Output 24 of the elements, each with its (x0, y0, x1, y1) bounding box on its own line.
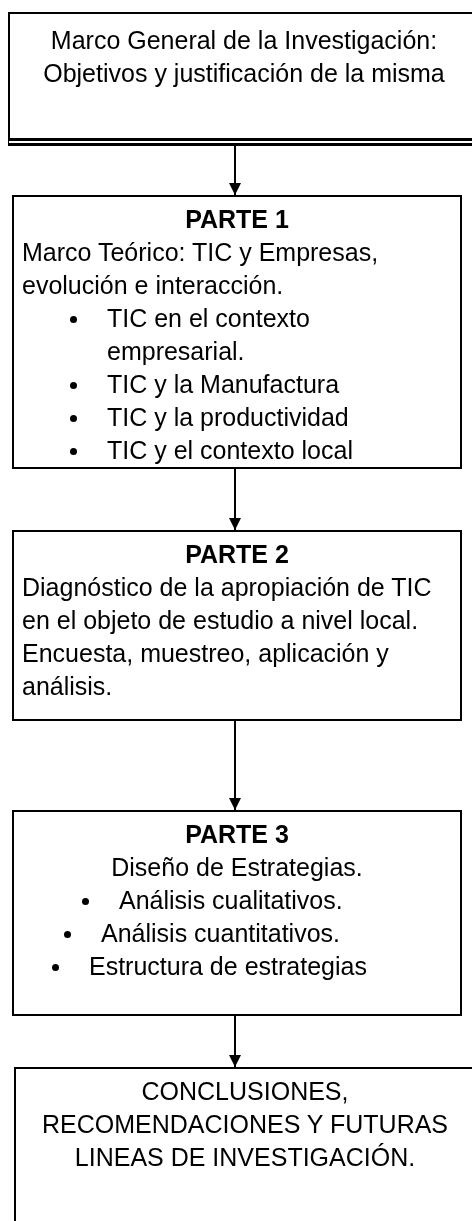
bullet-text: Análisis cualitativos. (119, 885, 343, 916)
arrow (229, 1015, 241, 1068)
box-text: Diagnóstico de la apropiación de TIC en el objeto de estudio a nivel local. Encuesta, muestreo, aplicación y análisis. (22, 572, 433, 702)
box-text: CONCLUSIONES, RECOMENDACIONES Y FUTURAS LINEAS DE INVESTIGACIÓN. (40, 1076, 450, 1173)
bullet-text: Estructura de estrategias (89, 951, 367, 982)
box-text: Marco Teórico: TIC y Empresas, evolución e interacción. (22, 237, 380, 301)
bullet-text: TIC en el contexto empresarial. (107, 303, 311, 367)
process-box (14, 1067, 472, 1221)
process-box (12, 810, 462, 1016)
bullet-text: TIC y la Manufactura (107, 369, 340, 400)
section-heading: PARTE 2 (184, 539, 290, 570)
process-box (8, 12, 472, 146)
process-box (12, 530, 462, 721)
arrow (229, 468, 241, 531)
bullet-text: TIC y la productividad (107, 402, 349, 433)
process-box (12, 195, 462, 469)
box-text: Diseño de Estrategias. (110, 852, 364, 883)
section-heading: PARTE 3 (184, 819, 290, 850)
box-text: Marco General de la Investigación: Objetivos y justificación de la misma (42, 25, 446, 89)
bullet-text: Análisis cuantitativos. (101, 918, 340, 949)
section-heading: PARTE 1 (184, 204, 290, 235)
arrow (229, 145, 241, 196)
bullet-text: TIC y el contexto local (107, 435, 353, 466)
arrow (229, 720, 241, 811)
